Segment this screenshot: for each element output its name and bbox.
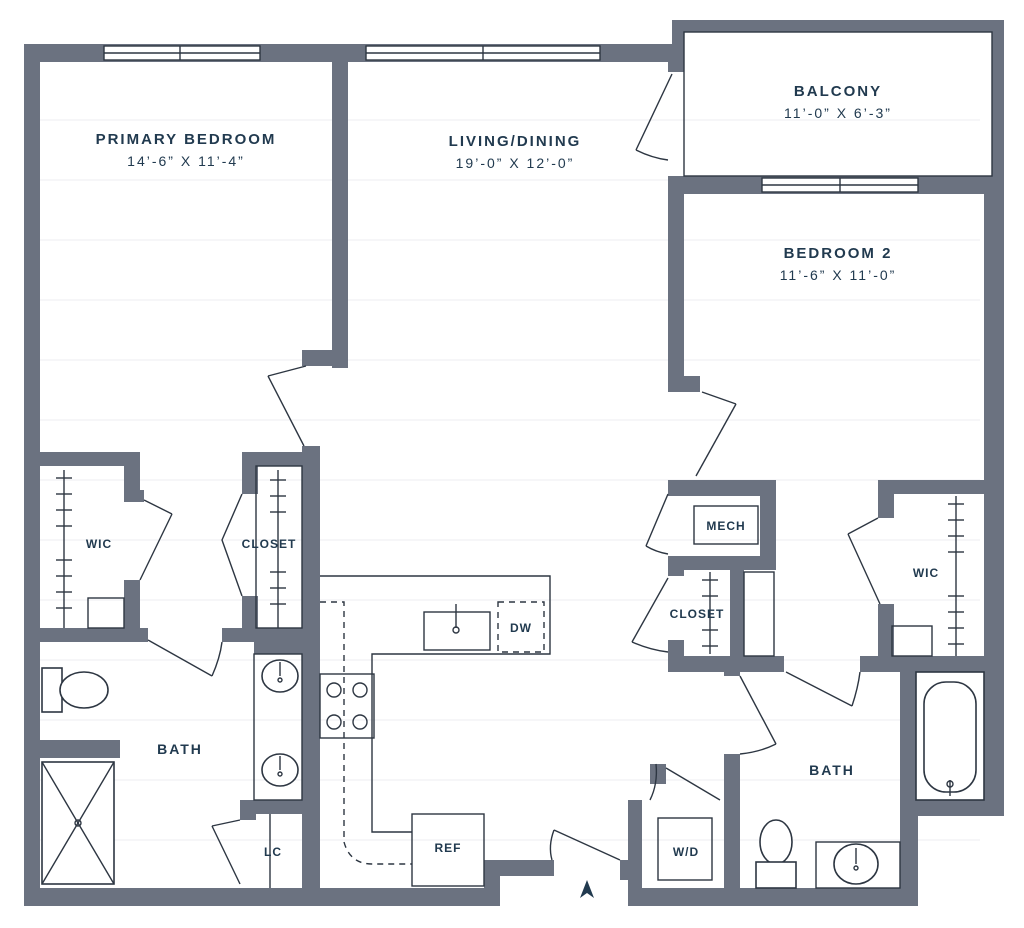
wic-left-label: WIC (86, 537, 112, 551)
cooktop (319, 673, 375, 739)
living-dining-label: LIVING/DINING (449, 133, 582, 150)
wic-right-label: WIC (913, 566, 939, 580)
living-dining-size: 19’-0” X 12’-0” (456, 155, 575, 171)
primary-bedroom-label: PRIMARY BEDROOM (96, 131, 277, 148)
washer-dryer (657, 817, 713, 881)
bath-right-fixtures (657, 505, 985, 889)
balcony-size: 11’-0” X 6’-3” (784, 105, 892, 121)
entry-arrow-icon (580, 880, 594, 898)
bath-left-label: BATH (157, 741, 203, 757)
interior-walls (24, 62, 1004, 906)
balcony-label: BALCONY (794, 83, 882, 100)
windows (103, 45, 919, 193)
primary-bedroom-size: 14’-6” X 11’-4” (127, 153, 245, 169)
dishwasher (497, 601, 545, 653)
kitchen-sink (423, 611, 491, 651)
closet-right-label: CLOSET (670, 607, 725, 621)
mech-label: MECH (706, 519, 745, 533)
refrigerator (411, 813, 485, 887)
wd-label: W/D (673, 845, 699, 859)
floor-grid (40, 119, 980, 841)
kitchen (319, 575, 551, 887)
bath-right-label: BATH (809, 762, 855, 778)
mech-unit (693, 505, 759, 545)
closet-left-label: CLOSET (242, 537, 297, 551)
ref-label: REF (435, 841, 462, 855)
bedroom-2-size: 11’-6” X 11’-0” (780, 267, 897, 283)
closet-rods (56, 465, 964, 657)
balcony-area (683, 31, 993, 177)
bath-left-fixtures (41, 653, 303, 888)
bedroom-2-label: BEDROOM 2 (784, 245, 893, 262)
lc-label: LC (264, 845, 282, 859)
doors (139, 73, 881, 885)
dw-label: DW (510, 621, 532, 635)
